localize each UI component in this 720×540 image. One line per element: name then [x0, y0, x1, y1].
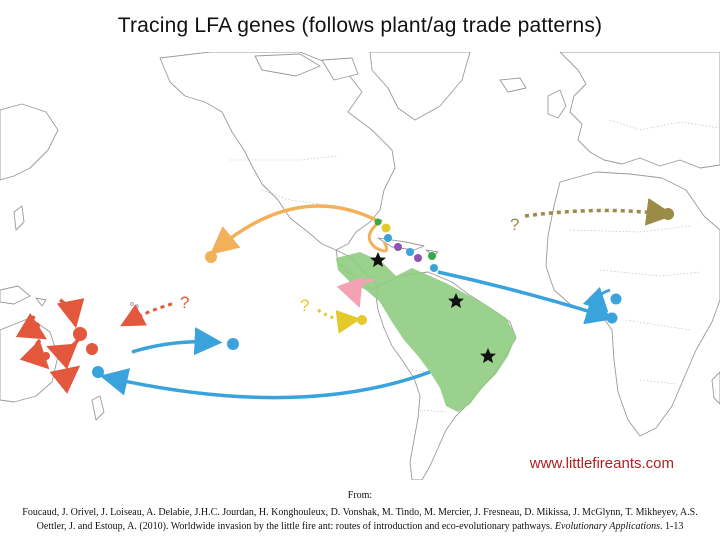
australia-shape	[0, 317, 59, 403]
map-circle-shape	[135, 304, 139, 308]
route-orange-loop	[367, 218, 389, 253]
map-path-shape	[230, 155, 339, 161]
site-caribbean-7	[430, 264, 438, 272]
arctic-islands-shape	[254, 53, 321, 77]
credit-from-label: From:	[347, 490, 373, 501]
site-caribbean-6	[428, 252, 436, 260]
route-olive	[524, 197, 675, 226]
route-orange	[209, 204, 381, 255]
site-gabon	[606, 312, 618, 324]
map-path-shape	[569, 225, 691, 233]
europe-shape	[559, 52, 720, 169]
japan-shape	[13, 205, 25, 231]
map-circle-shape	[130, 302, 134, 306]
native-range-area	[336, 252, 516, 412]
site-melanesia-1	[42, 352, 50, 360]
site-pink	[356, 280, 364, 288]
new-guinea-shape	[0, 285, 31, 305]
citation-text: Foucaud, J. Orivel, J. Loiseau, A. Delab…	[22, 507, 698, 532]
map-path-shape	[49, 365, 81, 394]
credit-citation: Foucaud, J. Orivel, J. Loiseau, A. Delab…	[10, 506, 710, 534]
map-path-shape	[639, 379, 677, 385]
site-caribbean-3	[394, 243, 402, 251]
map-path-shape	[261, 189, 321, 205]
new-zealand-shape	[91, 395, 105, 421]
citation-pages: . 1-13	[659, 521, 684, 532]
iceland-shape	[499, 77, 527, 93]
route-blue-pacific-2	[99, 368, 431, 400]
question-mark-galapagos: ?	[300, 296, 309, 315]
map-path-shape	[321, 57, 359, 81]
route-red-dashed	[120, 302, 173, 327]
site-caribbean-1	[381, 223, 391, 233]
map-path-shape	[625, 319, 691, 331]
world-map: ? ? ?	[0, 52, 720, 480]
site-cameroon	[610, 293, 622, 305]
site-middle-east	[662, 208, 674, 220]
map-path-shape	[711, 371, 720, 405]
website-link[interactable]: www.littlefireants.com	[529, 455, 674, 472]
site-melanesia-2	[32, 322, 40, 330]
question-mark-pacific: ?	[180, 293, 189, 312]
star-3	[480, 348, 496, 363]
british-isles-shape	[547, 89, 567, 119]
africa-shape	[545, 171, 720, 437]
north-america-shape	[159, 52, 396, 251]
site-caribbean-5	[414, 254, 422, 262]
greenland-shape	[369, 52, 471, 121]
route-blue-pacific-1	[131, 327, 223, 356]
map-path-shape	[599, 269, 701, 277]
map-path-shape	[56, 298, 85, 329]
site-solomon	[86, 343, 98, 355]
country-borders	[230, 119, 720, 413]
slide-title: Tracing LFA genes (follows plant/ag trad…	[117, 14, 603, 37]
site-caribbean-8	[374, 218, 382, 226]
star-markers	[370, 252, 496, 363]
site-caribbean-2	[384, 234, 392, 242]
route-yellow	[317, 308, 361, 334]
site-yellow	[357, 315, 367, 325]
site-new-caledonia	[92, 366, 104, 378]
site-vanuatu	[73, 327, 87, 341]
map-path-shape	[419, 409, 447, 413]
site-hawaii	[227, 338, 239, 350]
map-path-shape	[15, 312, 48, 340]
route-red-cluster	[15, 298, 85, 394]
site-galapagos	[205, 251, 217, 263]
map-path-shape	[46, 338, 80, 370]
citation-journal: Evolutionary Applications	[554, 521, 660, 532]
star-1	[370, 252, 386, 267]
asia-edge-shape	[0, 103, 59, 181]
route-blue-africa-local	[582, 286, 611, 313]
question-mark-atlantic: ?	[510, 215, 519, 234]
site-caribbean-4	[406, 248, 414, 256]
star-2	[448, 293, 464, 308]
map-path-shape	[35, 297, 47, 307]
map-path-shape	[19, 338, 50, 370]
